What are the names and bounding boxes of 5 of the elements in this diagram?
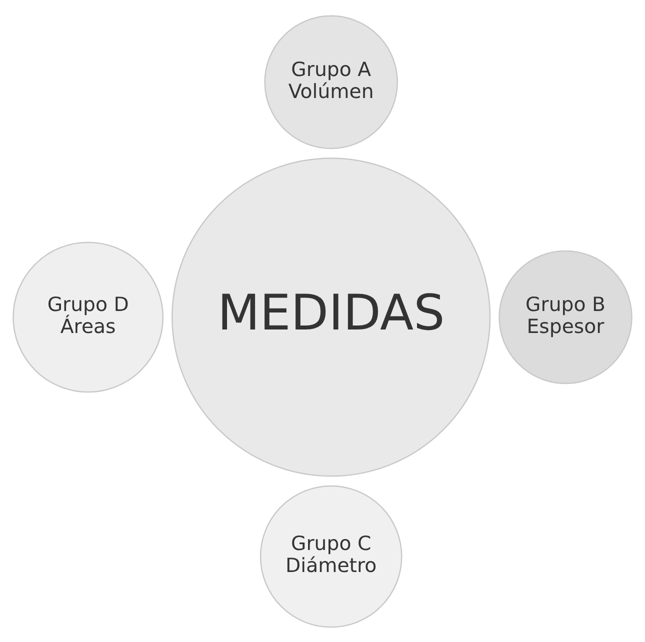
node-circle: MEDIDAS [172, 157, 491, 476]
node-circle: Grupo D Áreas [12, 241, 164, 392]
node-circle: Grupo A Volúmen [264, 14, 398, 149]
node-circle: Grupo B Espesor [498, 250, 632, 384]
node-circle: Grupo C Diámetro [260, 484, 402, 628]
